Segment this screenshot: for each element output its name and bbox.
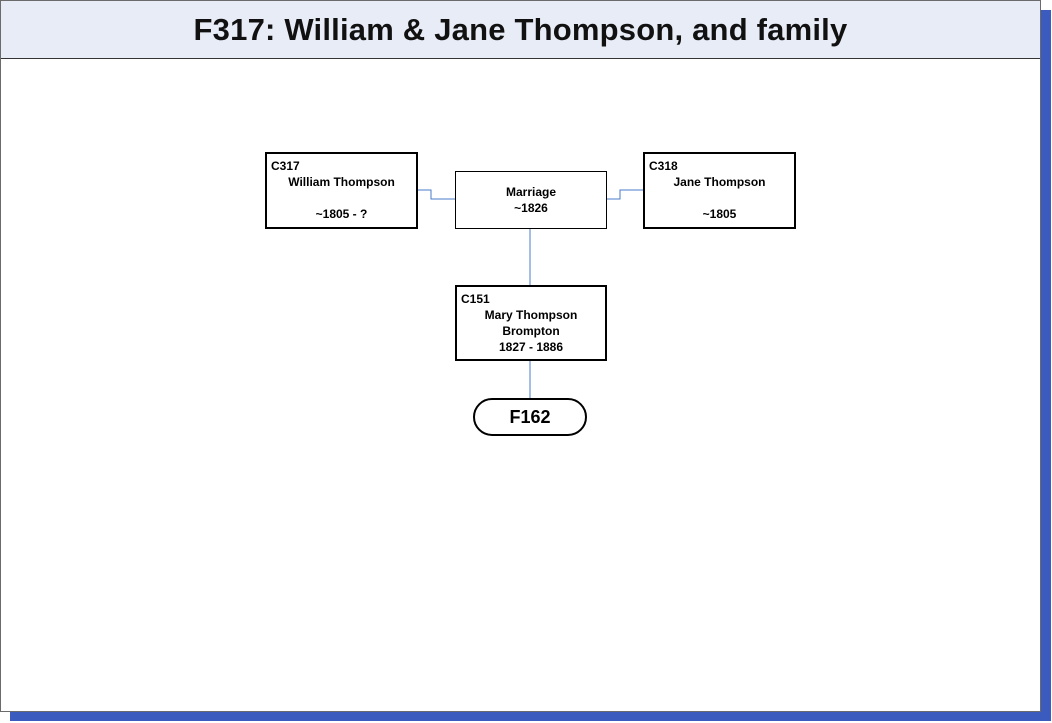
person-code: C151 (461, 292, 490, 306)
mother-marriage-connector (606, 189, 644, 200)
title-bar: F317: William & Jane Thompson, and famil… (1, 1, 1040, 59)
person-name: William Thompson (288, 175, 395, 189)
marriage-box[interactable]: Marriage ~1826 (455, 171, 607, 229)
family-link-label: F162 (509, 406, 551, 427)
person-dates: ~1805 (702, 207, 737, 221)
connector-lines (417, 189, 644, 398)
person-box-mother[interactable]: C318 Jane Thompson ~1805 (643, 152, 796, 229)
person-dates: ~1805 - ? (315, 207, 368, 221)
person-name: Mary Thompson (484, 308, 578, 322)
person-name: Jane Thompson (673, 175, 766, 189)
person-surname: Brompton (502, 324, 560, 338)
person-box-child[interactable]: C151 Mary Thompson Brompton 1827 - 1886 (455, 285, 607, 361)
page-title: F317: William & Jane Thompson, and famil… (193, 11, 848, 47)
person-dates: 1827 - 1886 (498, 340, 564, 354)
diagram-sheet: F317: William & Jane Thompson, and famil… (0, 0, 1041, 712)
person-code: C317 (271, 159, 300, 173)
marriage-label: Marriage (505, 185, 557, 199)
person-box-father[interactable]: C317 William Thompson ~1805 - ? (265, 152, 418, 229)
family-link-f162[interactable]: F162 (473, 398, 587, 436)
person-code: C318 (649, 159, 678, 173)
marriage-date: ~1826 (514, 201, 548, 215)
father-marriage-connector (417, 189, 455, 200)
